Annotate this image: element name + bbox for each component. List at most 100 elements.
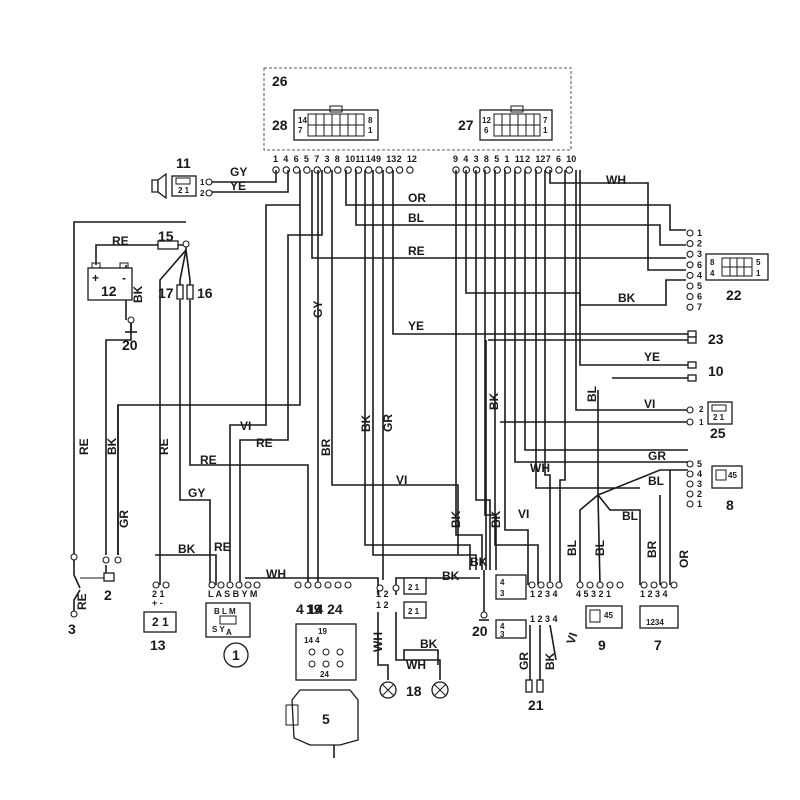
terminals-10: 10	[687, 361, 724, 382]
relay-2: 2 3	[68, 553, 122, 637]
wire-label-vi-1: VI	[240, 419, 251, 433]
c19-terminal-3	[324, 581, 332, 589]
c19-terminal-1	[304, 581, 312, 589]
c11-box-text: 2 1	[178, 186, 190, 195]
c7-terminal-0	[640, 581, 648, 589]
ecu-left-pin-1: 4	[283, 154, 288, 164]
label-17: 17	[158, 285, 174, 301]
wire-label-vi-mid: VI	[518, 507, 529, 521]
wire-label-wh-18: WH	[406, 658, 426, 672]
pin-28-8: 8	[368, 116, 373, 125]
ecu-left-pin-terminal-5	[323, 166, 332, 174]
ecu-left-pin-terminal-3	[303, 166, 311, 174]
label-5: 5	[322, 711, 330, 727]
ecu-right-pin-terminal-7	[524, 166, 532, 174]
connector-9: 4 5 3 2 1 45 9	[576, 581, 624, 653]
c25-pin-2: 2	[699, 405, 704, 414]
c20-terminal-1	[537, 581, 545, 589]
wires	[73, 170, 688, 680]
label-10: 10	[708, 363, 724, 379]
pin-27-7: 7	[543, 116, 548, 125]
wire-label-bk-20b: BK	[470, 555, 488, 569]
label-27: 27	[458, 117, 474, 133]
ecu-left-pin-terminal-2	[292, 166, 301, 174]
c18-pins-top: 1 2	[376, 589, 389, 599]
connector-7: 1 2 3 4 1234 7	[639, 581, 679, 653]
battery-12: + - 12	[87, 262, 133, 301]
label-1: 1	[232, 647, 240, 663]
wire-label-br-v: BR	[319, 438, 333, 456]
c9-terminal-1	[586, 581, 594, 589]
c19-terminal-4	[334, 581, 342, 589]
wire-label-wh-v: WH	[371, 632, 385, 652]
ecu-right-pin-10: 6	[556, 154, 561, 164]
label-15: 15	[158, 228, 174, 244]
c1-pin-letters: L A S B Y M	[208, 589, 257, 599]
connector-13: 2 1 + - 2 1 13	[143, 581, 177, 653]
wire-label-bk-13: BK	[178, 542, 196, 556]
ecu-left-pin-6: 8	[335, 154, 340, 164]
wire-label-bk-v6: BK	[543, 652, 557, 670]
ecu-left-pin-5: 3	[325, 154, 330, 164]
ecu-left-pin-13: 12	[407, 154, 417, 164]
label-2: 2	[104, 587, 112, 603]
connector-19: 4 14 24 19 19 14 4 24	[294, 581, 357, 681]
label-22: 22	[726, 287, 742, 303]
c18-box-2: 2 1	[408, 607, 420, 616]
pin-28-7: 7	[298, 126, 303, 135]
c22-pin-3: 6	[697, 260, 702, 270]
wire-label-bl-8: BL	[648, 474, 664, 488]
c21-box-bot: 3	[500, 630, 505, 639]
wire-label-wh-mid: WH	[530, 461, 550, 475]
label-3: 3	[68, 621, 76, 637]
wire-label-vi-24: VI	[396, 473, 407, 487]
ecu-right-pin-7: 2	[525, 154, 530, 164]
wire-label-vi-v: VI	[564, 631, 581, 646]
ecu-right-pin-11: 10	[566, 154, 576, 164]
ecu-right-pin-0: 9	[453, 154, 458, 164]
ground-20-top: 20	[122, 316, 138, 353]
wire-label-gr-v2: GR	[381, 414, 395, 432]
wire-label-bl-7: BL	[622, 509, 638, 523]
c22-box-4: 4	[710, 269, 715, 278]
wire-label-wh: WH	[606, 173, 626, 187]
ecu-left-pin-terminal-6	[334, 166, 342, 174]
c22-pin-terminal-5	[686, 282, 694, 290]
ecu-right-pin-1: 4	[463, 154, 468, 164]
wire-label-re-battery: RE	[112, 234, 129, 248]
ecu-right-pin-6: 11	[515, 154, 525, 164]
label-16: 16	[197, 285, 213, 301]
wire-label-gr-v3: GR	[517, 652, 531, 670]
ecu-right-pin-2: 3	[474, 154, 479, 164]
ecu-left-pin-12: 2	[397, 154, 402, 164]
ecu-left-pin-11: 13	[386, 154, 396, 164]
c22-pin-terminal-7	[686, 303, 694, 311]
label-11: 11	[176, 155, 191, 171]
label-4-14-24: 4 14 24	[296, 601, 343, 617]
c7-terminal-1	[650, 581, 658, 589]
c19-terminal-0	[294, 581, 302, 589]
c13-box-text: 2 1	[152, 615, 169, 629]
horn-11: 11 2 1 1 2	[151, 155, 213, 200]
wire-label-re-v1: RE	[77, 438, 91, 455]
wire-label-bk-v1: BK	[105, 437, 119, 455]
ecu-right-pin-9: 7	[546, 154, 551, 164]
label-20-bottom: 20	[472, 623, 488, 639]
c8-pin-4: 1	[697, 499, 702, 509]
c9-terminal-0	[576, 581, 584, 589]
label-18: 18	[406, 683, 422, 699]
wire-label-bk-18: BK	[420, 637, 438, 651]
c13-signs: + -	[152, 598, 163, 608]
label-8: 8	[726, 497, 734, 513]
c7-pins: 1 2 3 4	[640, 589, 668, 599]
wire-label-vi-25: VI	[644, 397, 655, 411]
c20-pins: 1 2 3 4	[530, 589, 558, 599]
c21-pins: 1 2 3 4	[530, 614, 558, 624]
c22-pin-terminal-6	[686, 293, 694, 301]
wire-label-gr-v1: GR	[117, 510, 131, 528]
fuse-15: 15	[157, 228, 190, 250]
